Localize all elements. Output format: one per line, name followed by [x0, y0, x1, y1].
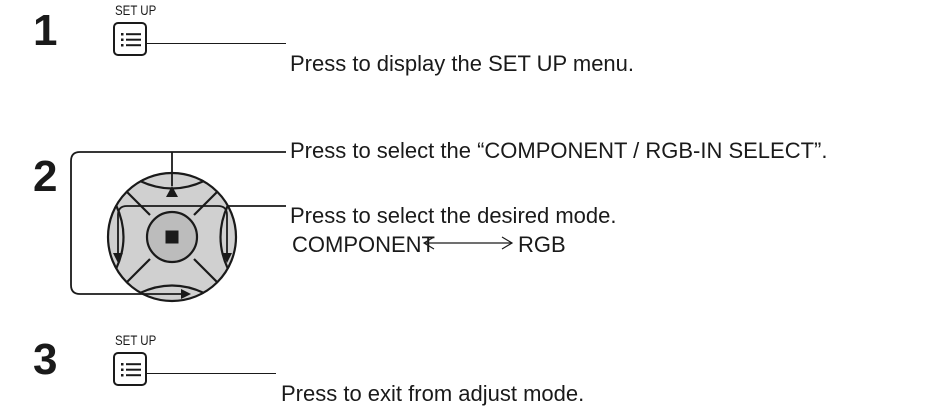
leader-line-1	[146, 43, 286, 44]
step-number-2: 2	[33, 152, 58, 201]
up-arrow-icon[interactable]	[166, 186, 178, 197]
menu-lines-icon	[121, 363, 141, 377]
setup-button-1[interactable]	[113, 22, 147, 56]
instruction-step-1: Press to display the SET UP menu.	[290, 51, 635, 76]
mode-from-label: COMPONENT	[292, 232, 435, 257]
leftright-bracket	[117, 205, 286, 259]
stop-square-icon	[165, 230, 179, 244]
menu-lines-icon	[121, 33, 141, 47]
leader-line-3	[146, 373, 276, 374]
left-arrow-icon[interactable]	[113, 253, 123, 263]
setup-button-label-1: SET UP	[115, 2, 157, 18]
double-arrow-icon	[422, 236, 514, 250]
instruction-leftright: Press to select the desired mode.	[290, 203, 617, 228]
instruction-step-3: Press to exit from adjust mode.	[281, 381, 585, 406]
setup-button-label-3: SET UP	[115, 332, 157, 348]
updown-bracket	[70, 151, 286, 295]
dpad-icon[interactable]	[106, 171, 238, 303]
right-arrow-icon[interactable]	[222, 253, 232, 263]
setup-button-3[interactable]	[113, 352, 147, 386]
step-number-3: 3	[33, 335, 58, 384]
mode-to-label: RGB	[518, 232, 566, 257]
down-arrow-icon[interactable]	[181, 289, 191, 299]
instruction-updown: Press to select the “COMPONENT / RGB-IN …	[290, 138, 828, 163]
step-number-1: 1	[33, 6, 58, 55]
